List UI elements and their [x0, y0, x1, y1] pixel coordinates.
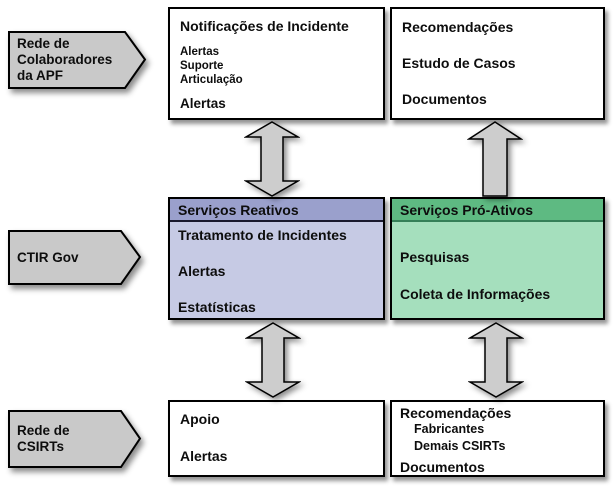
up-down-arrow-bottom-left — [245, 322, 301, 398]
list-item: Recomendações — [402, 19, 514, 35]
up-arrow-top-right — [467, 121, 523, 197]
box-servicos-proativos-header: Serviços Pró-Ativos — [392, 199, 603, 222]
box-servicos-reativos: Serviços Reativos Tratamento de Incident… — [168, 197, 385, 320]
list-item: Alertas — [180, 46, 219, 58]
list-item: Estatísticas — [178, 299, 256, 315]
signpost-arrow-shape — [8, 230, 142, 285]
list-item: Articulação — [180, 74, 243, 86]
box-recomendacoes-bottom-footer: Documentos — [400, 459, 485, 475]
list-item: Alertas — [178, 263, 226, 279]
box-notificacoes-title: Notificações de Incidente — [180, 18, 349, 34]
list-item: Estudo de Casos — [402, 55, 516, 71]
list-item: Apoio — [180, 411, 220, 427]
box-recomendacoes-bottom-title: Recomendações — [400, 405, 512, 421]
list-item: Pesquisas — [400, 249, 470, 265]
list-item: Alertas — [180, 448, 228, 464]
left-label-rede-csirts: Rede de CSIRTs — [8, 410, 143, 468]
left-label-ctir-gov-text: CTIR Gov — [17, 249, 79, 265]
list-item: Fabricantes — [414, 422, 485, 436]
box-servicos-reativos-header: Serviços Reativos — [170, 199, 383, 222]
box-recomendacoes-top: Recomendações Estudo de Casos Documentos — [390, 7, 605, 120]
box-servicos-proativos: Serviços Pró-Ativos Pesquisas Coleta de … — [390, 197, 605, 320]
left-label-ctir-gov: CTIR Gov — [8, 230, 143, 285]
signpost-arrow-shape — [8, 31, 147, 89]
up-down-arrow-bottom-right — [468, 322, 524, 398]
signpost-arrow-shape — [8, 410, 142, 468]
left-label-rede-apf-text: Rede de Colaboradores da APF — [17, 36, 113, 83]
left-label-rede-csirts-text: Rede de CSIRTs — [17, 423, 70, 454]
box-apoio: Apoio Alertas — [168, 400, 385, 477]
list-item: Tratamento de Incidentes — [178, 227, 347, 243]
list-item: Suporte — [180, 60, 224, 72]
box-notificacoes-incidente: Notificações de Incidente Alertas Suport… — [168, 7, 385, 120]
list-item: Documentos — [402, 91, 487, 107]
box-notificacoes-footer: Alertas — [180, 96, 226, 111]
box-notificacoes-items: Alertas Suporte Articulação — [180, 45, 373, 87]
left-label-rede-apf: Rede de Colaboradores da APF — [8, 31, 148, 89]
box-recomendacoes-bottom: Recomendações Fabricantes Demais CSIRTs … — [390, 400, 605, 477]
box-servicos-reativos-body: Tratamento de Incidentes Alertas Estatís… — [170, 222, 383, 314]
list-item: Demais CSIRTs — [414, 439, 506, 453]
up-down-arrow-top-left — [244, 121, 300, 197]
box-servicos-proativos-body: Pesquisas Coleta de Informações — [392, 222, 603, 301]
list-item: Coleta de Informações — [400, 286, 551, 302]
